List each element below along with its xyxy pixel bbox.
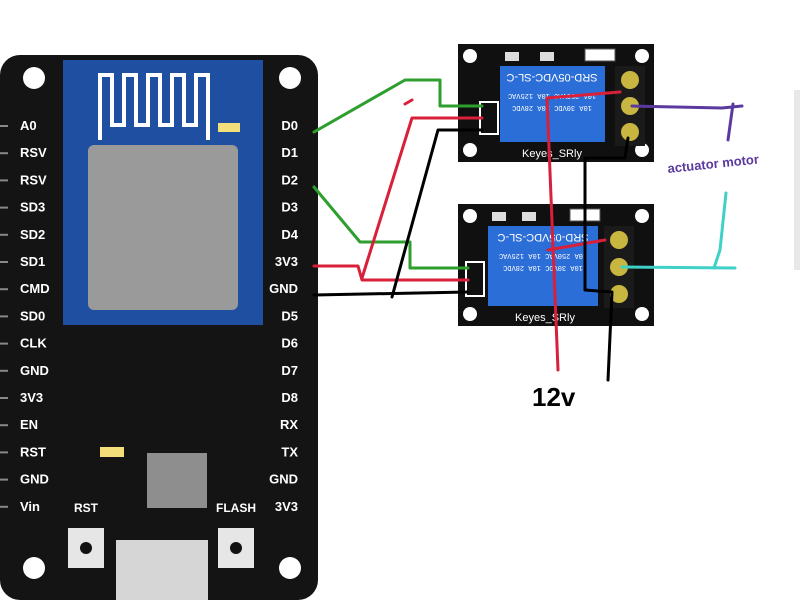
wire-actuator-cyan [620,265,737,270]
wire-actuator-purple [630,104,744,110]
left-pin-label: SD3 [20,200,45,215]
right-pin-label: D3 [281,200,298,215]
terminal-screw [621,123,639,141]
left-pin-label: GND [20,363,49,378]
mount-hole [635,307,649,321]
mount-hole [635,209,649,223]
mount-hole [463,307,477,321]
usb-connector [116,540,208,600]
wire-12v-positive-relay2 [546,238,607,252]
smd-part [540,52,554,61]
left-pin-label: A0 [20,118,37,133]
left-pin-label: RSV [20,172,47,187]
relay-rating-2: 10A 30VDC 10A 28VDC [503,263,583,271]
relay-part-label: SRD-05VDC-SL-C [506,71,597,83]
relay-module-label: Keyes_SRly [515,312,575,324]
left-pin-label: GND [20,472,49,487]
left-pin-label: 3V3 [20,390,43,405]
usb-chip [147,453,207,508]
mount-hole [463,143,477,157]
led-indicator [100,447,124,457]
right-pin-label: D0 [281,118,298,133]
right-pin-label: GND [269,472,298,487]
relay-body [500,66,605,142]
mount-hole [463,209,477,223]
wire-12v-negative [583,136,630,382]
relay-part-label: SRD-05VDC-SL-C [497,231,588,243]
mount-hole [23,67,45,89]
terminal-screw [610,231,628,249]
relay-module-1: SRD-05VDC-SL-C 10A 250VAC 10A 125VAC 10A… [458,44,654,162]
wires [312,78,744,382]
diode [584,48,616,62]
mount-hole [635,143,649,157]
antenna-trace [98,73,210,140]
rst-button-label: RST [74,501,99,515]
left-pin-label: SD2 [20,227,45,242]
right-pin-label: D4 [281,227,298,242]
wire-gnd-relay2 [312,290,470,297]
right-pin-label: 3V3 [275,254,298,269]
right-pin-label: D1 [281,145,298,160]
relay-module-label: Keyes_SRly [522,148,582,160]
right-pin-label: 3V3 [275,499,298,514]
smd-part [505,52,519,61]
relay-body [488,226,598,306]
mount-hole [463,49,477,63]
relay-rating-2: 10A 30VDC 10A 28VDC [512,103,592,111]
left-pin-label: CMD [20,281,50,296]
terminal-screw [621,71,639,89]
flash-button-label: FLASH [216,501,256,515]
right-pin-label: TX [281,444,298,459]
left-pin-label: EN [20,417,38,432]
mount-hole [279,557,301,579]
smd-part [522,212,536,221]
relay-module-2: SRD-05VDC-SL-C 10A 250VAC 10A 125VAC 10A… [458,204,654,326]
wire-red-stub [403,98,414,106]
led-indicator [218,123,240,132]
wire-12v-positive-relay1 [545,90,622,372]
button-dot [80,542,92,554]
left-pin-label: CLK [20,336,47,351]
supply-voltage-label: 12v [532,382,576,412]
right-pin-label: D2 [281,172,298,187]
right-pin-label: D6 [281,336,298,351]
wire-actuator-purple-tail [726,102,735,142]
left-pin-label: RSV [20,145,47,160]
relay-rating-1: 10A 250VAC 10A 125VAC [499,251,587,259]
wire-gnd-relay1 [390,128,484,299]
wire-d2-signal [312,185,470,270]
button-dot [230,542,242,554]
mount-hole [23,557,45,579]
esp-chip-shield [88,145,238,310]
wire-3v3-relay1 [360,116,484,280]
left-pin-label: Vin [20,499,40,514]
wire-d0-signal [312,78,484,134]
edge-fragment [794,90,800,270]
left-pin-label: SD1 [20,254,45,269]
terminal-screw [610,258,628,276]
right-pin-label: D8 [281,390,298,405]
terminal-screw [610,285,628,303]
terminal-screw [621,97,639,115]
smd-part [492,212,506,221]
relay-rating-1: 10A 250VAC 10A 125VAC [508,91,596,99]
left-pin-label: RST [20,444,46,459]
right-pin-label: D5 [281,308,298,323]
left-pin-label: SD0 [20,308,45,323]
right-pin-label: RX [280,417,298,432]
right-pin-label: GND [269,281,298,296]
mount-hole [279,67,301,89]
wire-actuator-cyan-tail [712,191,728,270]
actuator-motor-label: actuator motor [667,151,760,176]
wire-3v3-relay2 [312,264,470,282]
right-pin-label: D7 [281,363,298,378]
mount-hole [635,49,649,63]
